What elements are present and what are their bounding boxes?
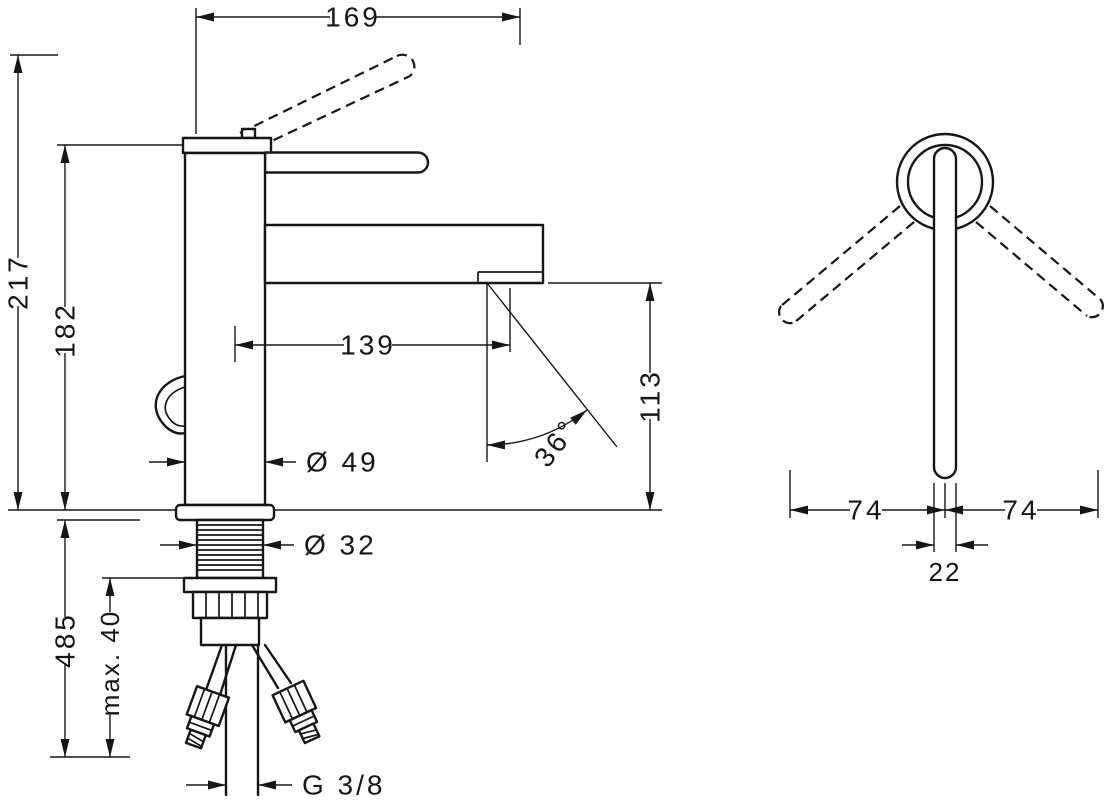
side-hook xyxy=(154,374,187,435)
supply-hose-right xyxy=(250,643,321,745)
lever-rod xyxy=(263,151,430,174)
dim-outlet-height: 113 xyxy=(274,282,666,511)
dim-lever-width: 22 xyxy=(902,483,988,587)
dim-label-body-height: 182 xyxy=(50,302,81,358)
below-deck-assembly xyxy=(182,518,321,797)
dim-label-shank-diameter: Ø 32 xyxy=(304,530,377,561)
spout xyxy=(263,223,545,285)
handle-swing-dashed-right xyxy=(975,205,1104,319)
front-view: 74 74 22 xyxy=(778,132,1104,587)
thread-lines xyxy=(197,524,263,571)
faucet-outline xyxy=(154,127,545,522)
dim-label-top-width: 169 xyxy=(325,2,381,33)
hose-adapter xyxy=(199,616,261,647)
mounting-washer xyxy=(182,576,278,594)
handle-swing-dashed-left xyxy=(778,205,915,325)
dim-label-swing-right: 74 xyxy=(1002,495,1039,526)
dim-max-deck-thickness: max. 40 xyxy=(95,577,184,757)
dim-stream-angle: 36° xyxy=(486,282,618,473)
mounting-nut xyxy=(191,590,269,620)
dim-shank-diameter: Ø 32 xyxy=(160,530,377,561)
dim-label-thread: G 3/8 xyxy=(302,770,385,800)
supply-hose-left xyxy=(184,643,238,750)
dim-label-lever-width: 22 xyxy=(929,557,962,587)
dim-body-height: 182 xyxy=(50,144,183,510)
dim-handle-swing: 74 74 xyxy=(789,470,1099,526)
dim-label-max-deck-thickness: max. 40 xyxy=(95,610,125,717)
side-view: 169 217 182 139 xyxy=(3,2,666,800)
lever-hinge-nub xyxy=(240,127,257,140)
dim-spout-reach: 139 xyxy=(234,288,511,362)
dim-total-height: 217 xyxy=(3,54,176,511)
handle-lever xyxy=(932,146,958,480)
dim-label-hose-length: 485 xyxy=(50,612,81,668)
dim-label-outlet-height: 113 xyxy=(635,369,666,423)
raised-lever-dashed xyxy=(239,53,416,148)
dim-label-body-diameter: Ø 49 xyxy=(306,447,379,478)
faucet-body xyxy=(183,151,267,507)
dim-label-stream-angle: 36° xyxy=(528,413,584,473)
nut-ridges xyxy=(205,592,259,618)
dim-label-total-height: 217 xyxy=(3,254,34,310)
dim-body-diameter: Ø 49 xyxy=(149,447,379,478)
dim-thread: G 3/8 xyxy=(186,770,385,800)
dim-label-swing-left: 74 xyxy=(847,495,884,526)
base-flange xyxy=(174,503,276,522)
dim-label-spout-reach: 139 xyxy=(340,330,396,361)
dim-top-width: 169 xyxy=(195,2,521,134)
dim-hose-length: 485 xyxy=(50,519,140,758)
top-flange xyxy=(181,136,273,155)
